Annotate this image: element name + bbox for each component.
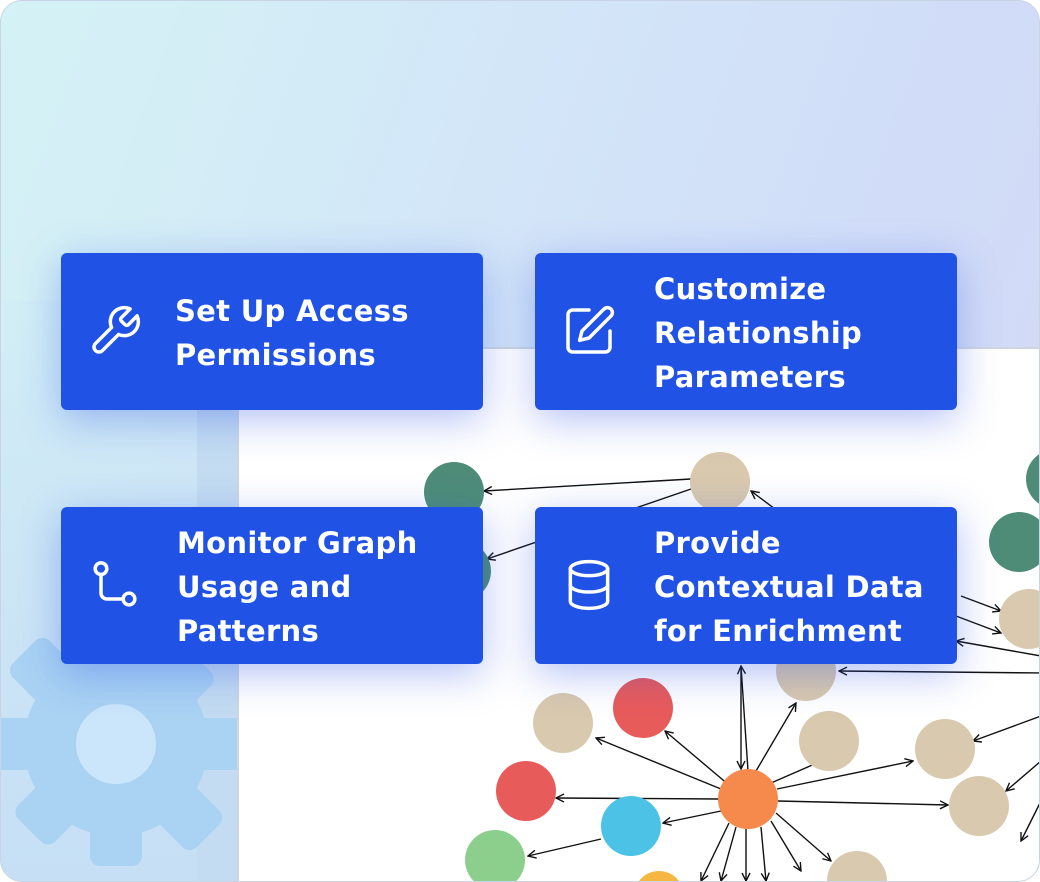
edit-icon bbox=[561, 303, 617, 359]
database-icon bbox=[561, 557, 617, 613]
card-label: Monitor Graph Usage and Patterns bbox=[177, 526, 418, 648]
card-label: Set Up Access Permissions bbox=[175, 294, 409, 372]
gear-icon bbox=[1, 626, 246, 866]
graph-edges bbox=[484, 478, 1039, 881]
set-up-access-permissions-card[interactable]: Set Up Access Permissions bbox=[61, 253, 483, 410]
wrench-icon bbox=[87, 303, 143, 359]
customize-relationship-parameters-card[interactable]: Customize Relationship Parameters bbox=[535, 253, 957, 410]
branch-icon bbox=[87, 557, 143, 613]
card-label: Customize Relationship Parameters bbox=[654, 272, 863, 394]
monitor-graph-usage-card[interactable]: Monitor Graph Usage and Patterns bbox=[61, 507, 483, 664]
provide-contextual-data-card[interactable]: Provide Contextual Data for Enrichment bbox=[535, 507, 957, 664]
card-label: Provide Contextual Data for Enrichment bbox=[654, 526, 924, 648]
